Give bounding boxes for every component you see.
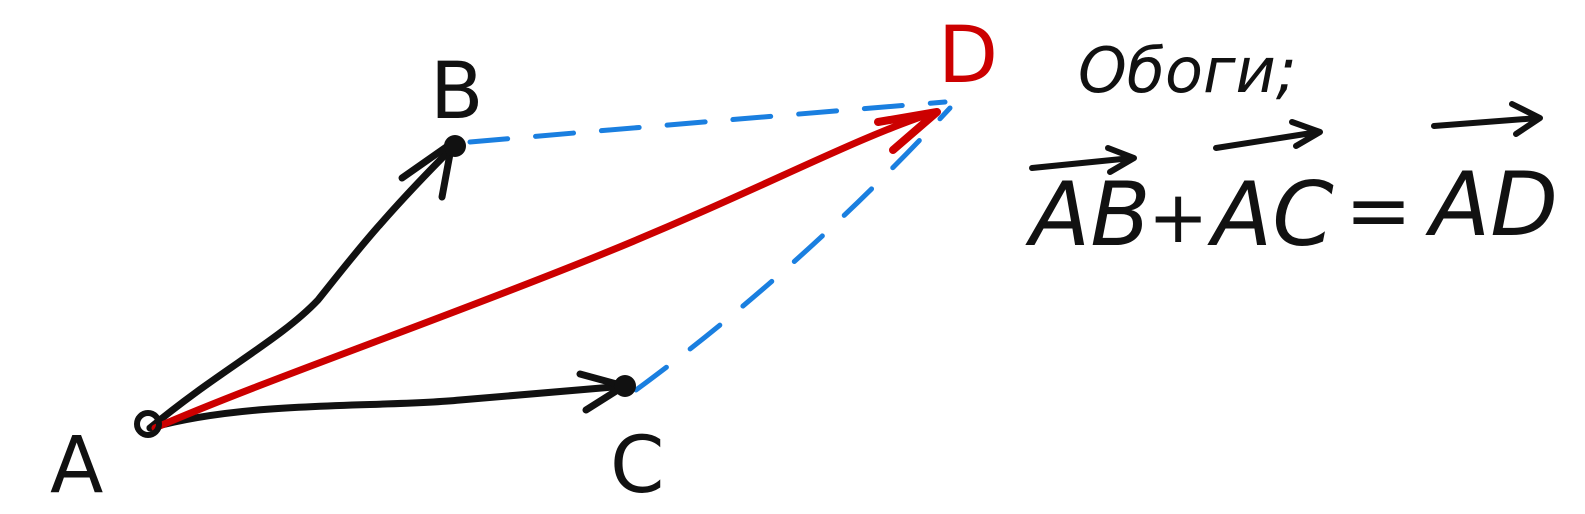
vector-arrow-ac: [1213, 119, 1323, 151]
dashed-line-b-to-d: [467, 99, 948, 145]
point-c-dot: [614, 375, 636, 397]
equation-vec-ac: AC: [1207, 163, 1334, 266]
label-b: B: [430, 47, 484, 137]
vector-ad: [151, 108, 939, 432]
vector-arrow-ab: [1029, 145, 1137, 175]
vector-equation: AB + AC = AD: [1025, 101, 1558, 266]
vector-ac: [146, 382, 629, 432]
vector-arrow-ad: [1431, 101, 1543, 137]
vector-ad-arrowhead: [874, 108, 941, 154]
equation-equals: =: [1345, 164, 1412, 257]
label-a: A: [50, 421, 103, 511]
point-b-dot: [444, 135, 466, 157]
equation-vec-ad: AD: [1425, 153, 1558, 256]
rule-word: Обоги;: [1078, 34, 1297, 107]
equation-vec-ab: AB: [1025, 163, 1151, 266]
equation-plus: +: [1148, 175, 1208, 259]
dashed-line-c-to-d: [633, 105, 953, 393]
label-d: D: [938, 11, 998, 101]
point-a-dot: [134, 410, 162, 438]
label-c: C: [610, 421, 664, 511]
vector-ab: [146, 141, 459, 432]
